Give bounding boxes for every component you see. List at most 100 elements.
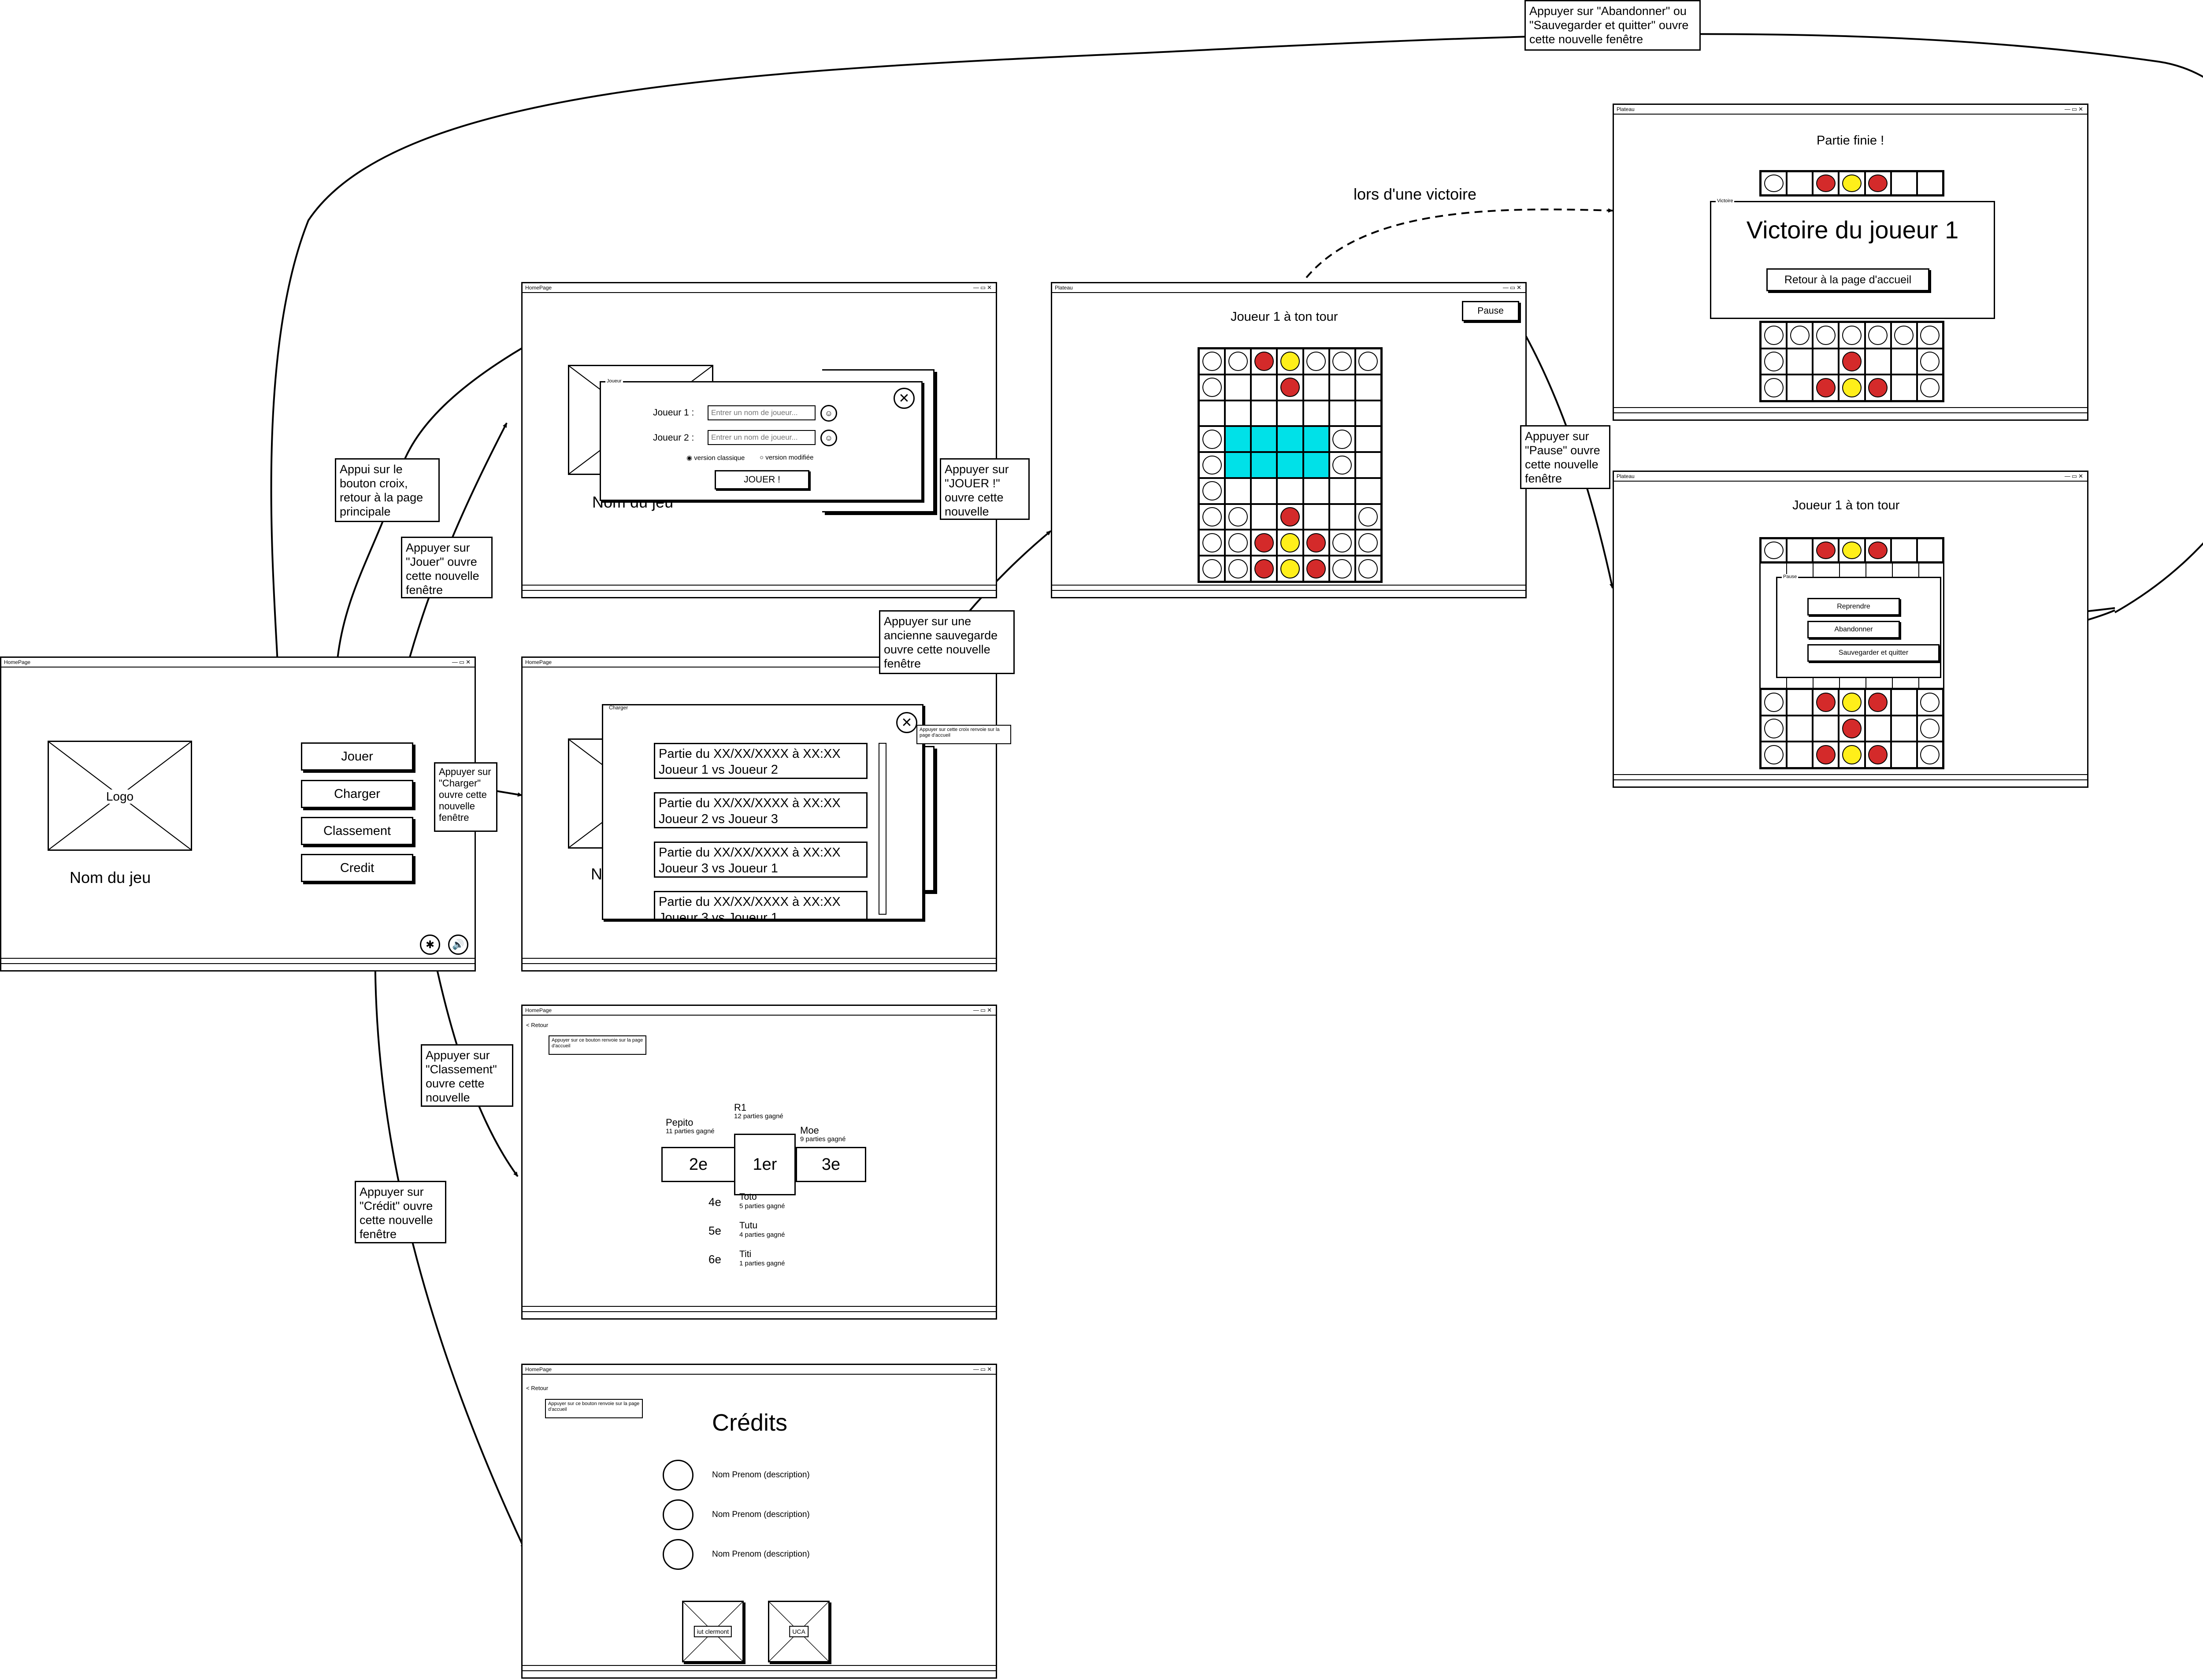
play-button[interactable]: Jouer (301, 742, 413, 771)
empty-slot (1358, 559, 1378, 579)
option-classic-label: version classique (694, 454, 745, 462)
option-classic[interactable]: ◉ version classique (686, 454, 745, 462)
note-play: Appuyer sur "Jouer" ouvre cette nouvelle… (401, 537, 493, 598)
player2-avatar-icon[interactable]: ☺ (820, 430, 837, 446)
podium-wins: 11 parties gagné (666, 1127, 715, 1135)
option-modified[interactable]: ○ version modifiée (760, 454, 814, 461)
victory-window: Plateau —▭✕ Partie finie ! Victoire Vict… (1613, 104, 2088, 421)
pause-dialog: Pause Reprendre Abandonner Sauvegarder e… (1776, 574, 1941, 678)
window-controls[interactable]: —▭✕ (973, 1007, 993, 1013)
avatar-icon (663, 1460, 694, 1491)
scrollbar[interactable] (879, 743, 886, 915)
dialog-title: Victoire (1716, 198, 1735, 204)
close-icon[interactable]: ✕ (896, 712, 917, 733)
save-quit-button[interactable]: Sauvegarder et quitter (1807, 644, 1940, 662)
board-cell (1839, 171, 1865, 195)
back-button[interactable]: < Retour (526, 1385, 549, 1391)
board-cell (1199, 374, 1225, 401)
board-cell (1329, 426, 1355, 452)
board-cell (1787, 375, 1813, 401)
board-cell (1355, 374, 1381, 401)
back-button[interactable]: < Retour (526, 1022, 549, 1028)
board-cell (1787, 538, 1813, 562)
new-game-dialog: Joueur ✕ Joueur 1 : ☺ Joueur 2 : ☺ ◉ ver… (600, 378, 923, 501)
close-icon[interactable]: ✕ (894, 388, 915, 409)
home-window: HomePage —▭✕ Logo Nom du jeu Jouer Charg… (0, 656, 476, 972)
window-footer (1052, 585, 1525, 591)
rank-name: Titi (739, 1249, 752, 1259)
player2-label: Joueur 2 : (653, 433, 694, 443)
board-cell (1813, 322, 1839, 349)
empty-slot (1816, 325, 1836, 345)
resume-button[interactable]: Reprendre (1807, 598, 1900, 616)
game-board[interactable] (1198, 347, 1383, 583)
empty-slot (1202, 533, 1222, 553)
game-board-bottom (1759, 688, 1944, 769)
start-game-button[interactable]: JOUER ! (715, 470, 809, 490)
board-cell (1277, 452, 1303, 478)
board-cell (1251, 452, 1277, 478)
window-controls[interactable]: —▭✕ (2064, 106, 2084, 112)
quit-button[interactable]: Abandonner (1807, 621, 1900, 638)
board-cell (1839, 715, 1865, 742)
board-cell (1303, 504, 1329, 530)
empty-slot (1306, 352, 1326, 371)
empty-slot (1202, 378, 1222, 397)
player1-input[interactable] (708, 405, 816, 420)
settings-icon[interactable]: ✱ (420, 935, 440, 955)
note-quit: Appuyer sur "Abandonner" ou "Sauvegarder… (1524, 0, 1701, 51)
save-date: Partie du XX/XX/XXXX à XX:XX (659, 895, 841, 909)
board-cell (1839, 348, 1865, 375)
podium-name: Pepito (666, 1117, 694, 1128)
board-cell (1813, 375, 1839, 401)
board-cell (1917, 171, 1943, 195)
save-players: Joueur 1 vs Joueur 2 (659, 763, 778, 777)
board-cell (1917, 538, 1943, 562)
dialog-title: Charger (608, 705, 630, 711)
podium-name: R1 (734, 1102, 747, 1113)
empty-slot (1358, 507, 1378, 527)
player1-avatar-icon[interactable]: ☺ (820, 405, 837, 422)
empty-slot (1842, 325, 1862, 345)
window-controls[interactable]: —▭✕ (2064, 473, 2084, 479)
partner-logo: UCA (768, 1601, 830, 1662)
return-home-button[interactable]: Retour à la page d'accueil (1766, 268, 1929, 291)
yellow-token (1842, 378, 1862, 398)
window-footer (1614, 774, 2087, 780)
sound-icon[interactable]: 🔊 (448, 935, 468, 955)
board-cell (1891, 375, 1917, 401)
empty-slot (1920, 325, 1940, 345)
window-controls[interactable]: —▭✕ (1502, 284, 1523, 291)
red-token (1254, 559, 1274, 579)
ranking-button[interactable]: Classement (301, 817, 413, 845)
board-cell (1761, 538, 1787, 562)
rank-place: 4e (708, 1195, 721, 1209)
back-label: Retour (531, 1022, 549, 1028)
board-cell (1277, 374, 1303, 401)
window-controls[interactable]: —▭✕ (973, 1366, 993, 1372)
pause-button[interactable]: Pause (1462, 301, 1519, 321)
yellow-token (1842, 174, 1862, 192)
rank-wins: 4 parties gagné (739, 1231, 785, 1239)
empty-slot (1332, 352, 1352, 371)
board-cell (1277, 478, 1303, 504)
player2-input[interactable] (708, 430, 816, 445)
board-cell (1865, 348, 1891, 375)
board-cell (1277, 504, 1303, 530)
save-date: Partie du XX/XX/XXXX à XX:XX (659, 846, 841, 860)
board-cell (1787, 742, 1813, 768)
red-token (1816, 174, 1836, 192)
board-cell (1303, 400, 1329, 426)
window-controls[interactable]: —▭✕ (973, 284, 993, 291)
load-button[interactable]: Charger (301, 780, 413, 808)
yellow-token (1842, 692, 1862, 712)
board-cell (1199, 478, 1225, 504)
board-cell (1839, 689, 1865, 716)
window-controls[interactable]: —▭✕ (452, 659, 472, 665)
credit-button[interactable]: Credit (301, 854, 413, 882)
dialog-title: Pause (1782, 574, 1799, 579)
